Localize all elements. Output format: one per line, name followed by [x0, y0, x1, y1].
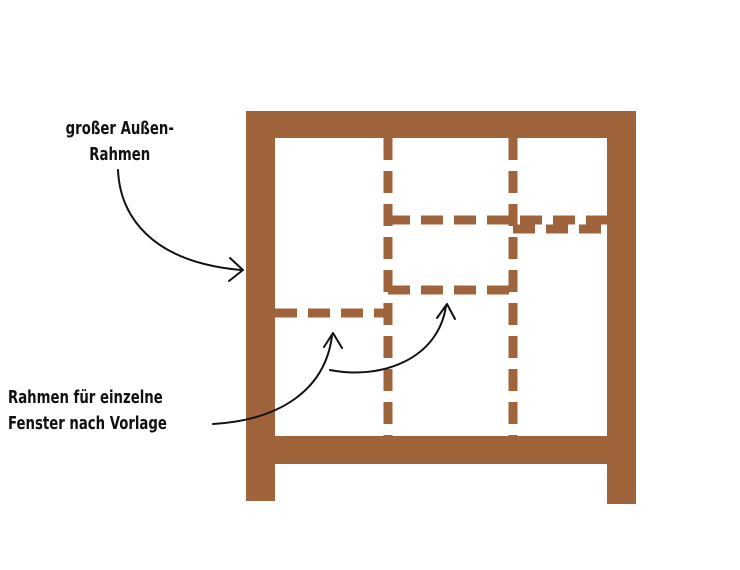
window-frames-label-line-1: Rahmen für einzelne: [8, 387, 163, 408]
window-frames-label-line-2: Fenster nach Vorlage: [8, 413, 167, 434]
outer-frame-label: großer Außen- Rahmen: [48, 116, 192, 168]
window-frame-arrow-upper: [329, 305, 447, 374]
outer-frame-arrow: [117, 169, 242, 271]
window-frame-arrow-lower: [212, 335, 333, 425]
outer-frame: [246, 111, 636, 504]
annotation-arrows: [117, 169, 456, 425]
outer-frame-bottom-beam: [246, 436, 636, 464]
outer-frame-top-beam: [246, 111, 636, 138]
window-frame-arrowhead-lower: [323, 332, 343, 349]
outer-frame-arrowhead: [228, 257, 244, 282]
inner-window-frames: [275, 138, 607, 436]
outer-frame-label-line-2: Rahmen: [89, 144, 151, 165]
window-frame-arrowhead-upper: [436, 303, 456, 320]
outer-frame-label-line-1: großer Außen-: [65, 118, 174, 139]
